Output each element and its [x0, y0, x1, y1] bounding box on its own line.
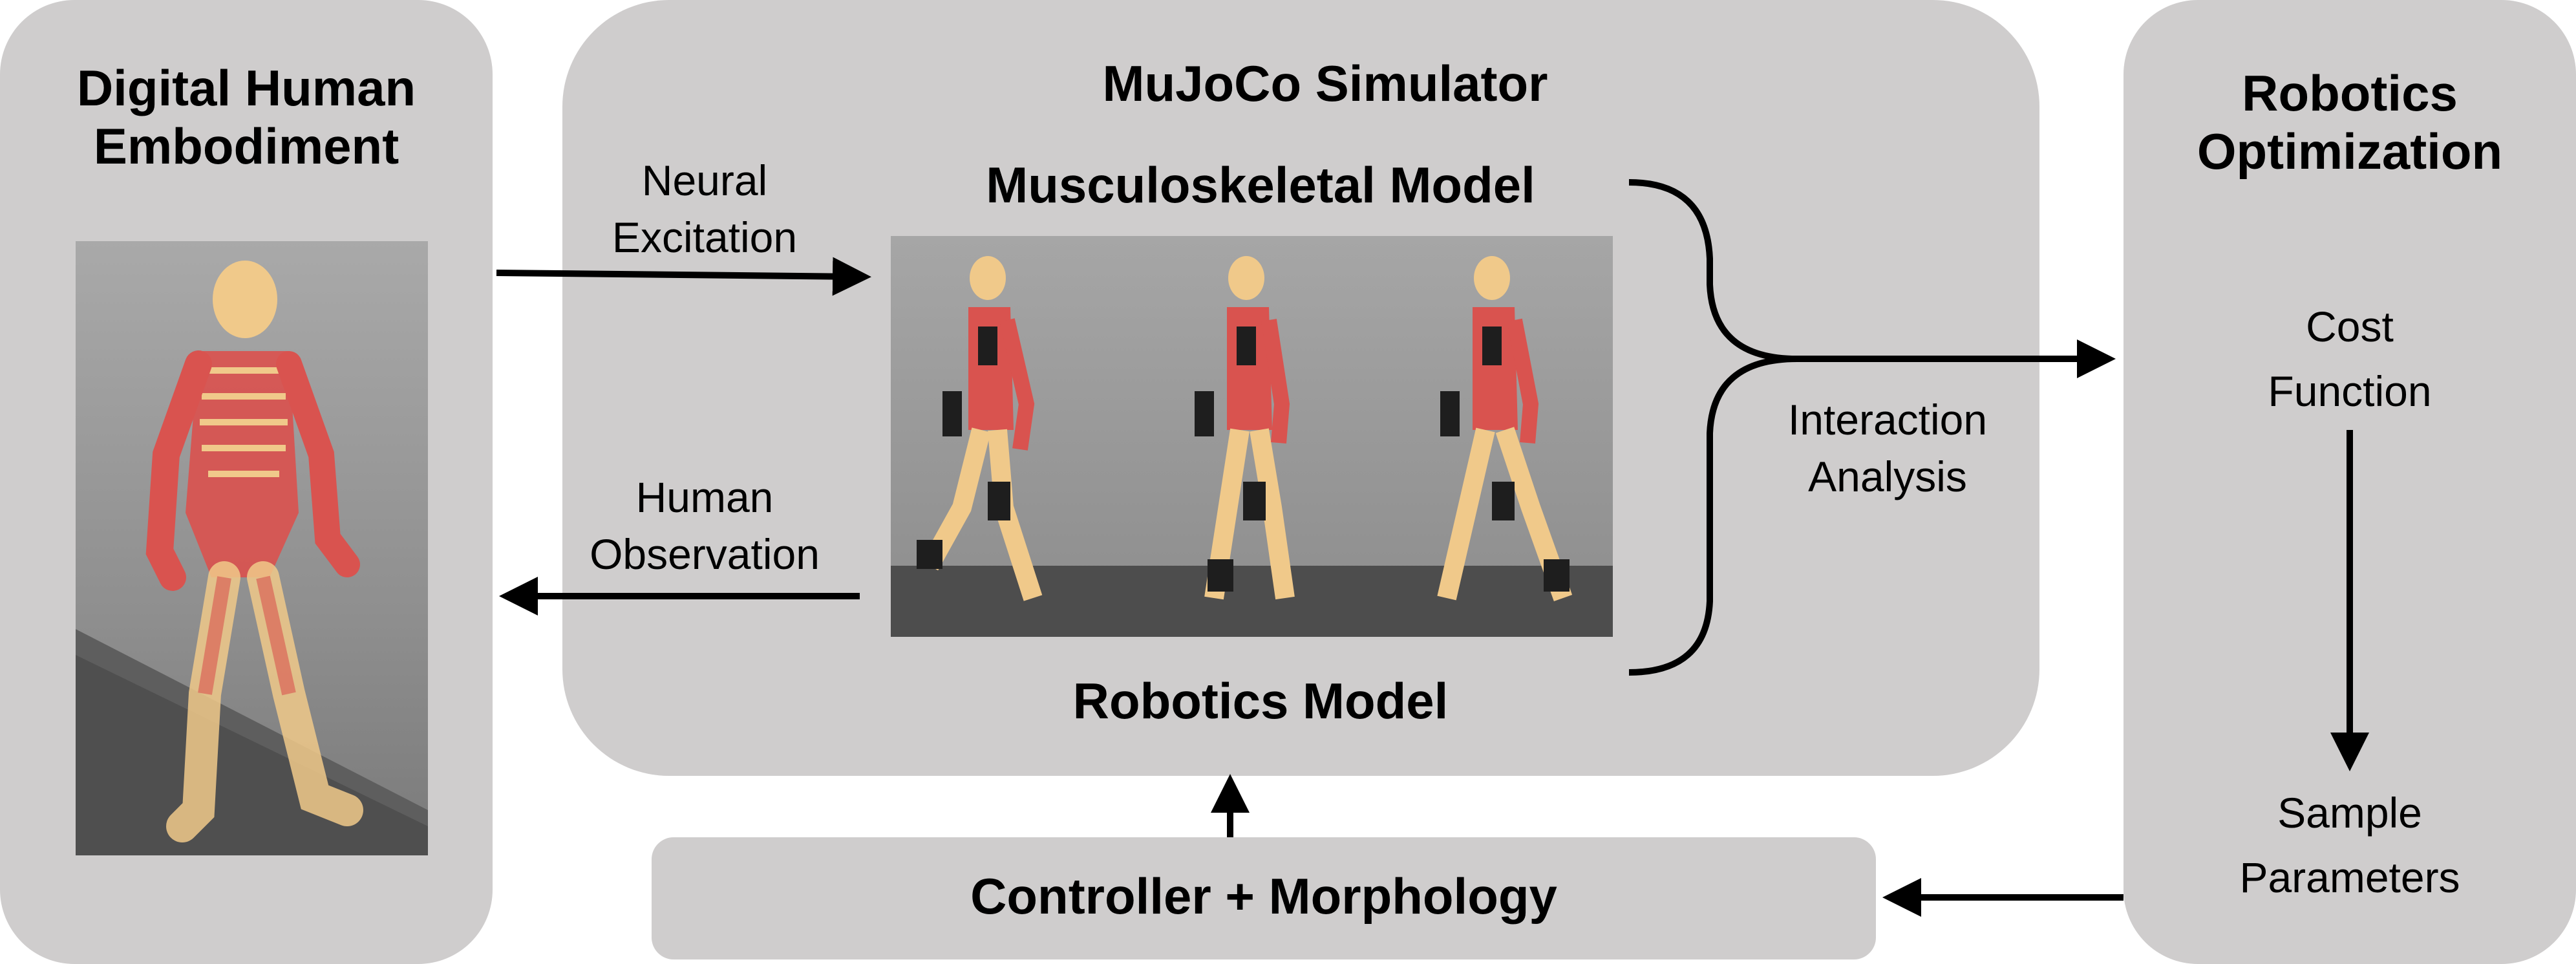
musculoskeletal-exoskeleton-render	[891, 236, 1613, 637]
robotics-model-label: Robotics Model	[1072, 672, 1449, 729]
digital-human-title-line2: Embodiment	[93, 117, 399, 175]
walker-2	[1195, 256, 1295, 600]
sample-parameters-label: Sample Parameters	[2124, 780, 2576, 910]
robotics-optimization-title-line1: Robotics	[2242, 65, 2458, 122]
cost-function-line2: Function	[2268, 367, 2432, 415]
interaction-analysis-label: Interaction Analysis	[1745, 391, 2030, 505]
musculoskeletal-model-label: Musculoskeletal Model	[986, 156, 1535, 213]
digital-human-title-line1: Digital Human	[76, 59, 416, 116]
neural-excitation-line1: Neural	[641, 156, 768, 204]
walker-1	[917, 256, 1043, 601]
neural-excitation-line2: Excitation	[612, 213, 798, 261]
interaction-analysis-line1: Interaction	[1787, 396, 1988, 444]
cost-function-line1: Cost	[2306, 303, 2394, 350]
human-observation-label: Human Observation	[562, 469, 847, 583]
digital-human-title: Digital Human Embodiment	[0, 59, 493, 175]
mujoco-simulator-title: MuJoCo Simulator	[1102, 55, 1548, 112]
interaction-analysis-line2: Analysis	[1808, 453, 1967, 500]
controller-morphology-label: Controller + Morphology	[970, 868, 1557, 925]
cost-function-label: Cost Function	[2124, 294, 2576, 423]
controller-morphology-bar	[652, 837, 1876, 959]
human-observation-line2: Observation	[590, 530, 820, 578]
neural-excitation-label: Neural Excitation	[569, 152, 840, 266]
neural-excitation-arrow	[496, 257, 871, 296]
human-observation-line1: Human	[635, 473, 774, 521]
exoskeleton-walking-figures	[891, 256, 1613, 637]
walker-3	[1437, 256, 1573, 602]
sample-parameters-line2: Parameters	[2239, 853, 2460, 901]
robotics-optimization-title: Robotics Optimization	[2124, 65, 2576, 180]
sample-parameters-line1: Sample	[2277, 789, 2422, 837]
robotics-optimization-title-line2: Optimization	[2197, 122, 2503, 180]
interaction-brace	[1628, 179, 1798, 676]
digital-human-render	[76, 241, 428, 855]
digital-human-figure	[76, 261, 428, 855]
